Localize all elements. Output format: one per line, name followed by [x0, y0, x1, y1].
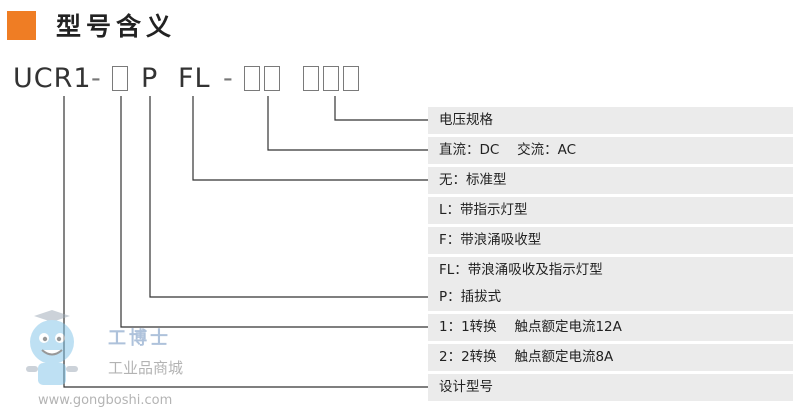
connector-option-type	[192, 96, 428, 181]
mascot-icon	[26, 310, 78, 385]
model-placeholder-box-5	[323, 66, 339, 91]
model-placeholder-box-2	[244, 66, 260, 91]
connector-design-model	[63, 96, 428, 388]
model-placeholder-box-1	[112, 66, 128, 91]
model-fl-code: FL	[178, 63, 211, 94]
connector-contact	[120, 96, 428, 328]
label-plug-in: P：插拔式	[428, 284, 793, 311]
label-standard-type: 无：标准型	[428, 167, 793, 194]
model-placeholder-box-6	[343, 66, 359, 91]
watermark-url: www.gongboshi.com	[38, 393, 173, 408]
model-dash-1: -	[91, 63, 102, 94]
model-placeholder-box-3	[264, 66, 280, 91]
model-placeholder-box-4	[303, 66, 319, 91]
label-contact-2: 2：2转换 触点额定电流8A	[428, 344, 793, 371]
connector-dc-ac	[267, 96, 428, 151]
label-surge-indicator-type: FL：带浪涌吸收及指示灯型	[428, 257, 793, 284]
model-p-code: P	[141, 63, 159, 94]
watermark: 工博士 工业品商城 www.gongboshi.com	[22, 308, 202, 414]
watermark-brand: 工博士	[108, 328, 171, 349]
label-design-model: 设计型号	[428, 374, 793, 401]
title-accent-square	[7, 11, 36, 40]
model-dash-2: -	[223, 63, 234, 94]
connector-voltage-spec	[334, 96, 428, 121]
label-surge-type: F：带浪涌吸收型	[428, 227, 793, 254]
model-prefix: UCR1	[13, 63, 92, 94]
label-indicator-type: L：带指示灯型	[428, 197, 793, 224]
label-voltage-spec: 电压规格	[428, 107, 793, 134]
connector-plug-in	[149, 96, 428, 298]
label-dc-ac: 直流：DC 交流：AC	[428, 137, 793, 164]
page-title: 型号含义	[56, 12, 177, 41]
label-contact-1: 1：1转换 触点额定电流12A	[428, 314, 793, 341]
watermark-subtitle: 工业品商城	[108, 359, 184, 377]
